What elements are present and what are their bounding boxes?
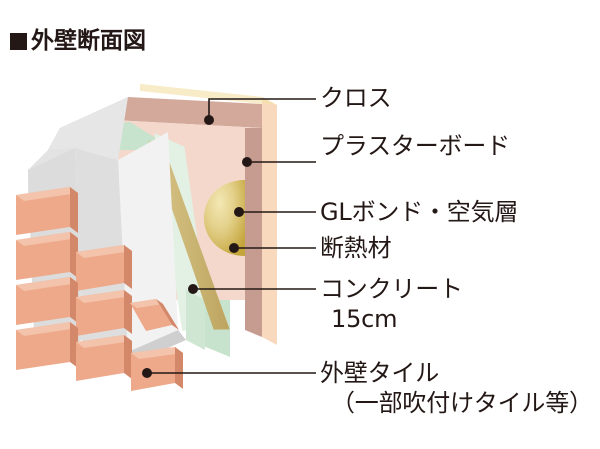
tile-brick-angled — [130, 299, 179, 331]
tile-brick — [76, 290, 132, 336]
callout-concrete-line1: コンクリート — [320, 275, 463, 303]
callout-tile: 外壁タイル （一部吹付けタイル等） — [320, 358, 593, 418]
concrete-top-facet — [48, 97, 128, 160]
callout-gl-bond-line1: GLボンド・空気層 — [320, 198, 519, 226]
tile-brick — [76, 335, 132, 381]
plasterboard-side-face — [245, 128, 262, 337]
callout-insulation: 断熱材 — [320, 233, 392, 263]
callout-plasterboard-line1: プラスターボード — [320, 132, 510, 160]
leader-dot-concrete — [188, 284, 198, 294]
tile-brick — [16, 232, 78, 280]
leader-dot-plasterboard — [242, 157, 252, 167]
callout-concrete: コンクリート 15cm — [320, 274, 463, 334]
tile-brick — [16, 277, 78, 325]
leader-dot-insulation — [229, 243, 239, 253]
leader-cloth — [208, 98, 316, 120]
wall-assembly — [16, 84, 277, 391]
plasterboard-outer-edge — [262, 97, 277, 345]
plasterboard-top-band — [113, 97, 262, 128]
square-bullet-icon — [10, 33, 27, 50]
leader-dot-tile — [142, 368, 152, 378]
gl-bond-dome — [204, 180, 245, 256]
callout-insulation-line1: 断熱材 — [320, 234, 392, 262]
page-title: 外壁断面図 — [10, 30, 146, 53]
leader-dots — [142, 115, 252, 378]
callout-cloth: クロス — [320, 83, 392, 113]
leader-dot-cloth — [204, 115, 214, 125]
page-title-text: 外壁断面図 — [31, 28, 146, 54]
callout-tile-line1: 外壁タイル — [320, 359, 439, 387]
insulation-slab-face — [186, 290, 205, 350]
leader-lines — [147, 98, 316, 374]
callout-tile-line2: （一部吹付けタイル等） — [331, 389, 593, 417]
callout-plasterboard: プラスターボード — [320, 131, 510, 161]
tile-brick — [76, 245, 132, 291]
callout-concrete-line2: 15cm — [331, 305, 398, 333]
concrete-face-light — [118, 132, 178, 352]
tile-brick — [16, 322, 78, 370]
tile-brick — [131, 347, 183, 391]
exterior-tile-group — [16, 187, 183, 391]
callout-gl-bond: GLボンド・空気層 — [320, 197, 518, 227]
tile-brick — [16, 187, 78, 235]
leader-dot-gl-bond — [234, 207, 244, 217]
callout-cloth-line1: クロス — [320, 84, 392, 112]
